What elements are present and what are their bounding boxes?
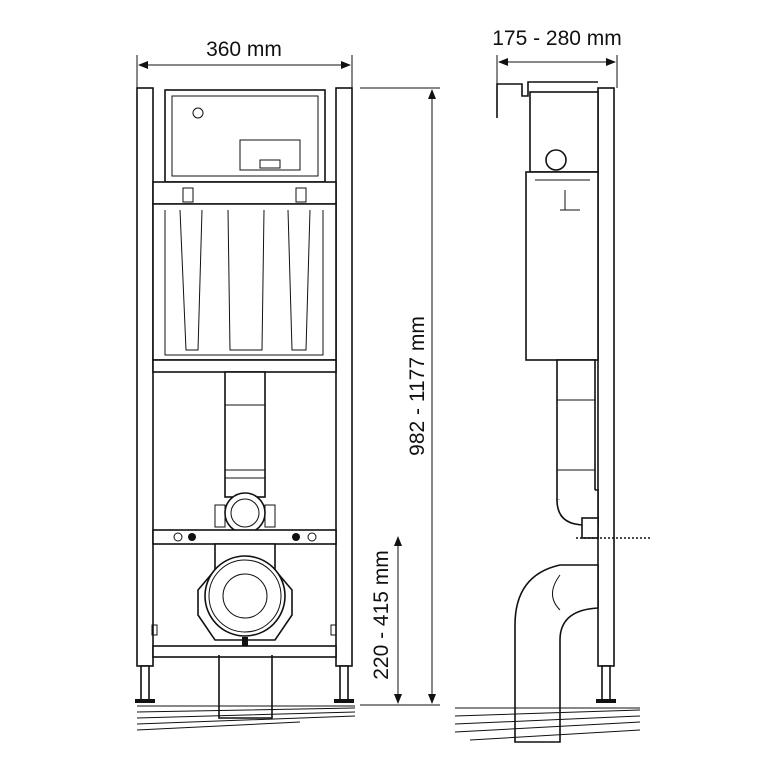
outlet-height-dimension: 220 - 415 mm — [370, 536, 402, 704]
width-label: 360 mm — [206, 38, 282, 61]
cistern-side-tank — [525, 171, 599, 361]
drain-pipe — [218, 655, 273, 719]
side-flush-pipe — [556, 359, 596, 501]
height-dimension: 982 - 1177 mm — [360, 87, 440, 706]
right-leg — [339, 665, 349, 701]
mounting-bar — [152, 529, 337, 545]
outlet-height-label: 220 - 415 mm — [370, 550, 393, 680]
drain-bend — [514, 564, 599, 743]
side-post — [597, 87, 615, 667]
cistern-top — [164, 89, 326, 183]
front-view — [135, 87, 356, 731]
side-view — [454, 81, 650, 743]
width-dimension: 360 mm — [136, 38, 353, 88]
right-post — [335, 87, 353, 667]
left-post — [136, 87, 154, 667]
depth-label: 175 - 280 mm — [492, 27, 622, 50]
flush-pipe — [224, 371, 266, 498]
height-label: 982 - 1177 mm — [406, 316, 429, 456]
depth-dimension: 175 - 280 mm — [492, 27, 622, 118]
right-foot — [334, 699, 354, 703]
left-foot — [135, 699, 155, 703]
left-leg — [140, 665, 150, 701]
